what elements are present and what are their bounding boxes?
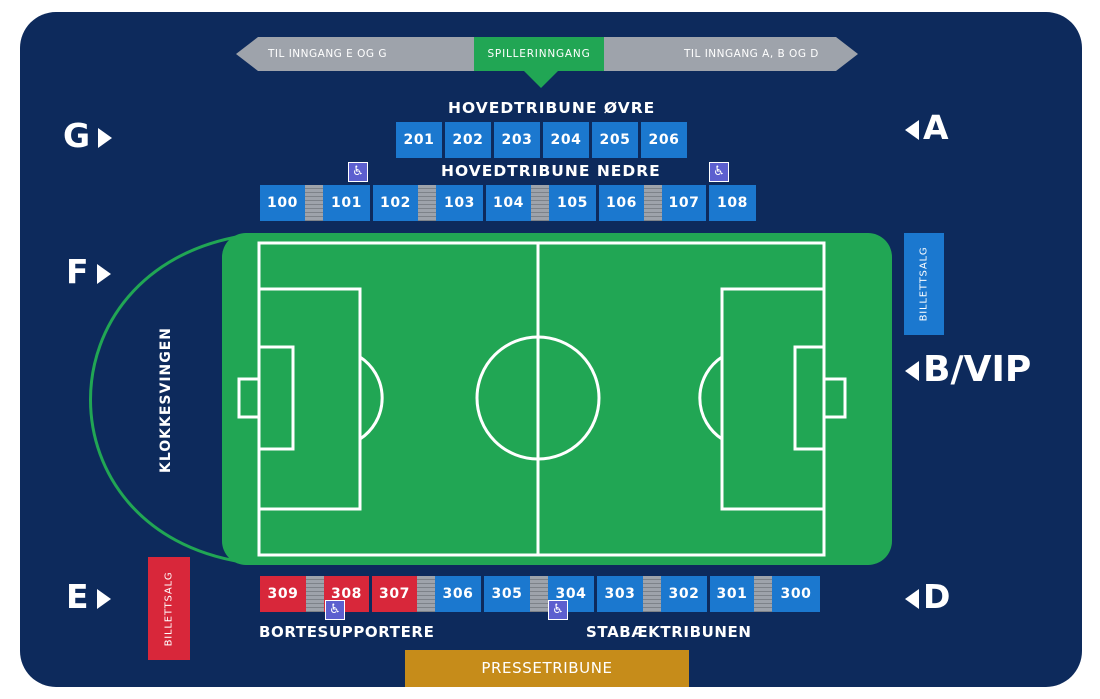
section-306[interactable]: 306 [435,576,481,612]
section-309[interactable]: 309 [260,576,306,612]
stairs [418,185,436,221]
wheelchair-icon: ♿ [709,162,729,182]
section-300[interactable]: 300 [772,576,820,612]
upper-main-stand-title: HOVEDTRIBUNE ØVRE [448,99,656,117]
section-104[interactable]: 104 [486,185,531,221]
wheelchair-icon: ♿ [548,600,568,620]
to-entrance-a-b-d-label: TIL INNGANG A, B OG D [684,48,819,60]
gate-e[interactable]: E [66,580,111,613]
section-100[interactable]: 100 [260,185,305,221]
lower-main-stand-title: HOVEDTRIBUNE NEDRE [441,162,661,180]
klokkesvingen-label: KLOKKESVINGEN [158,326,174,474]
stairs [644,185,662,221]
arrow-right-icon [98,127,113,148]
section-307[interactable]: 307 [372,576,417,612]
gate-b-vip-label: B/VIP [923,349,1032,390]
player-entrance-label: SPILLERINNGANG [474,37,604,71]
section-201[interactable]: 201 [396,122,442,158]
section-203[interactable]: 203 [494,122,540,158]
section-105[interactable]: 105 [549,185,596,221]
stairs [531,185,549,221]
stairs [643,576,661,612]
arrow-right-icon [96,263,111,284]
section-103[interactable]: 103 [436,185,483,221]
section-108[interactable]: 108 [709,185,756,221]
wheelchair-icon: ♿ [325,600,345,620]
arrow-left-icon [905,119,919,140]
section-204[interactable]: 204 [543,122,589,158]
stairs [417,576,435,612]
stabaek-stand-label: STABÆKTRIBUNEN [586,623,752,641]
gate-a[interactable]: A [905,111,949,144]
stairs [306,576,324,612]
arrow-right-icon [96,588,111,609]
arrow-left-icon [905,588,919,609]
section-107[interactable]: 107 [662,185,706,221]
section-206[interactable]: 206 [641,122,687,158]
gate-g-label: G [63,116,91,155]
away-supporters-label: BORTESUPPORTERE [259,623,435,641]
player-entrance-pointer [524,71,558,88]
wheelchair-icon: ♿ [348,162,368,182]
section-101[interactable]: 101 [323,185,370,221]
gate-d-label: D [923,577,951,616]
ticket-sales-east[interactable]: BILLETTSALG [904,233,944,335]
gate-b-vip[interactable]: B/VIP [905,352,1031,388]
section-301[interactable]: 301 [710,576,754,612]
gate-d[interactable]: D [905,580,950,613]
stairs [305,185,323,221]
stairs [754,576,772,612]
stairs [530,576,548,612]
section-202[interactable]: 202 [445,122,491,158]
section-205[interactable]: 205 [592,122,638,158]
gate-g[interactable]: G [63,116,113,155]
gate-a-label: A [923,108,949,147]
section-305[interactable]: 305 [484,576,530,612]
to-entrance-e-g-label: TIL INNGANG E OG G [268,48,387,60]
gate-e-label: E [66,577,89,616]
section-106[interactable]: 106 [599,185,644,221]
section-102[interactable]: 102 [373,185,418,221]
ticket-sales-label: BILLETTSALG [163,571,175,646]
arrow-left-icon [905,361,919,381]
gate-f[interactable]: F [66,255,111,288]
section-302[interactable]: 302 [661,576,707,612]
press-stand[interactable]: PRESSETRIBUNE [405,650,689,687]
ticket-sales-label: BILLETTSALG [918,246,930,322]
gate-f-label: F [66,252,89,291]
ticket-sales-west[interactable]: BILLETTSALG [148,557,190,660]
section-303[interactable]: 303 [597,576,643,612]
